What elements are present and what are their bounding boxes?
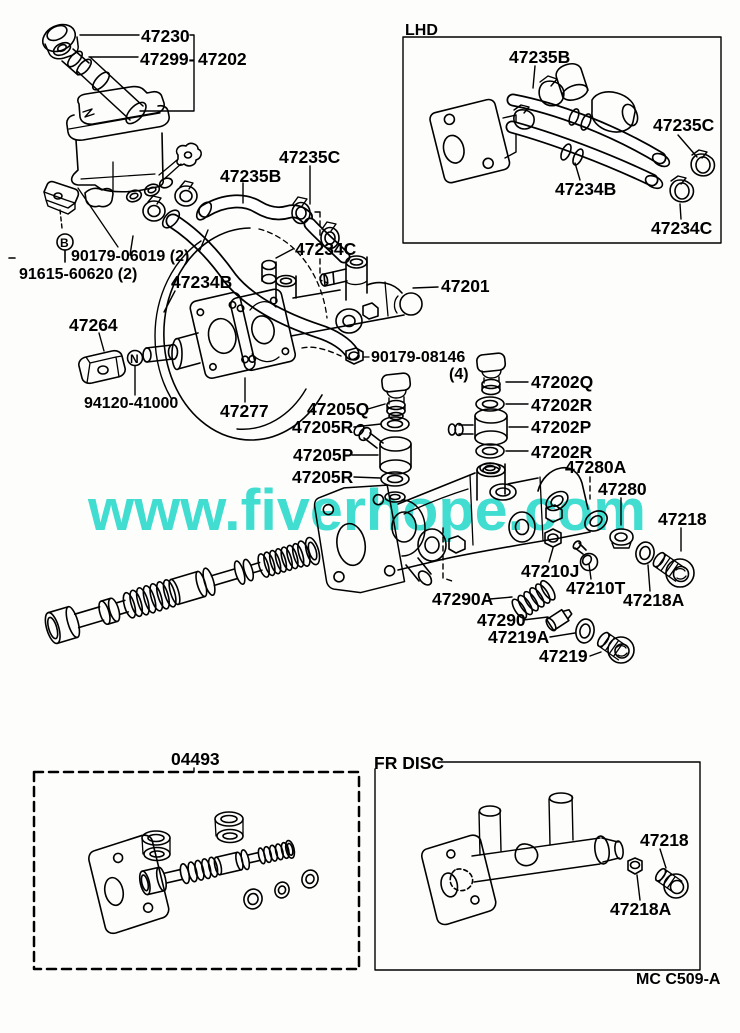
svg-text:47230: 47230 <box>141 26 190 46</box>
svg-text:47205P: 47205P <box>293 445 354 465</box>
svg-text:47277: 47277 <box>220 401 269 421</box>
svg-text:91615-60620 (2): 91615-60620 (2) <box>19 266 137 283</box>
svg-text:47234C: 47234C <box>651 218 713 238</box>
svg-text:47205R: 47205R <box>292 417 354 437</box>
svg-text:(4): (4) <box>449 366 469 383</box>
svg-text:47202Q: 47202Q <box>531 372 593 392</box>
svg-text:47280: 47280 <box>598 479 647 499</box>
svg-text:47234C: 47234C <box>295 239 357 259</box>
svg-text:N: N <box>130 352 139 366</box>
svg-text:94120-41000: 94120-41000 <box>84 395 178 412</box>
svg-text:47202R: 47202R <box>531 442 593 462</box>
svg-text:MC C509-A: MC C509-A <box>636 971 721 988</box>
svg-text:90179-06019 (2): 90179-06019 (2) <box>71 248 189 265</box>
svg-text:LHD: LHD <box>405 22 438 39</box>
svg-text:47218A: 47218A <box>610 899 672 919</box>
svg-text:47218A: 47218A <box>623 590 685 610</box>
svg-text:47218: 47218 <box>658 509 707 529</box>
svg-text:47202R: 47202R <box>531 395 593 415</box>
svg-text:47280A: 47280A <box>565 457 627 477</box>
svg-text:90179-08146: 90179-08146 <box>371 349 465 366</box>
svg-text:47234B: 47234B <box>555 179 616 199</box>
svg-text:47219: 47219 <box>539 646 588 666</box>
svg-text:47201: 47201 <box>441 276 490 296</box>
svg-text:47202: 47202 <box>198 49 247 69</box>
svg-text:FR DISC: FR DISC <box>374 753 444 773</box>
svg-text:47299-: 47299- <box>140 49 195 69</box>
svg-text:47264: 47264 <box>69 315 118 335</box>
svg-text:B: B <box>60 236 69 250</box>
svg-text:47202P: 47202P <box>531 417 592 437</box>
svg-text:47205Q: 47205Q <box>307 399 369 419</box>
svg-text:47234B: 47234B <box>171 272 232 292</box>
svg-text:47205R: 47205R <box>292 467 354 487</box>
svg-text:47235B: 47235B <box>220 166 281 186</box>
svg-text:47219A: 47219A <box>488 627 550 647</box>
svg-text:47235C: 47235C <box>653 115 715 135</box>
svg-text:47290: 47290 <box>477 610 526 630</box>
svg-text:47235C: 47235C <box>279 147 341 167</box>
svg-text:47210T: 47210T <box>566 578 626 598</box>
svg-text:04493: 04493 <box>171 749 220 769</box>
svg-text:47235B: 47235B <box>509 47 570 67</box>
svg-text:47218: 47218 <box>640 830 689 850</box>
svg-text:47290A: 47290A <box>432 589 494 609</box>
svg-text:47210J: 47210J <box>521 561 579 581</box>
